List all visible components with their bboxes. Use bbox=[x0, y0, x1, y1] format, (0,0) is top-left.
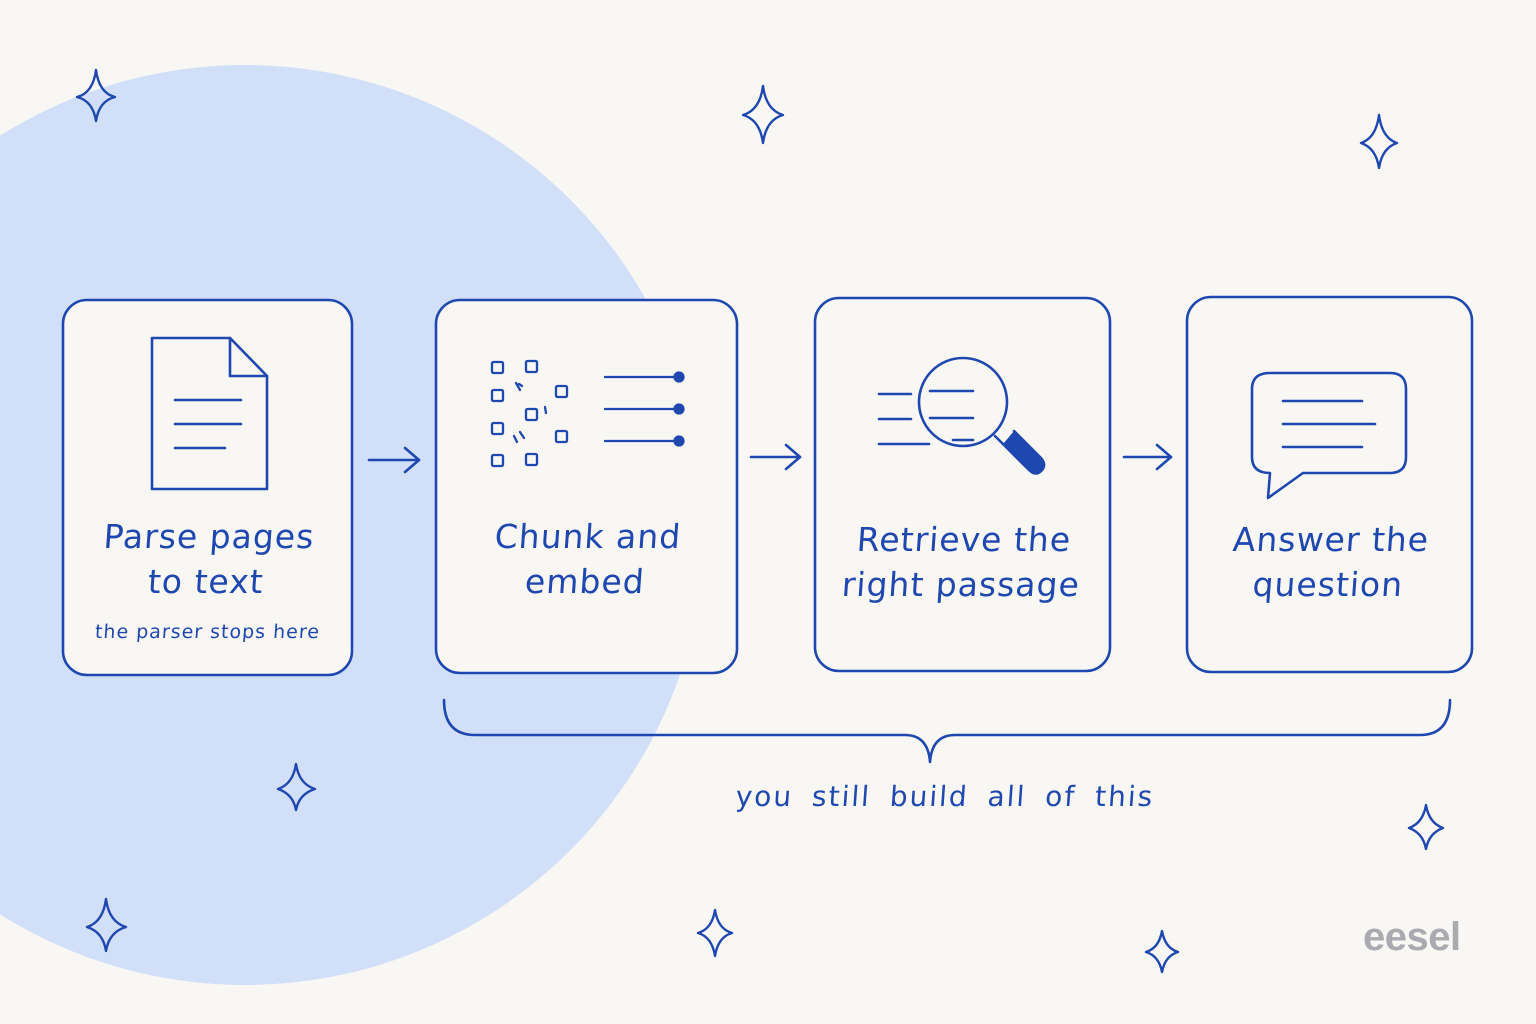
step-title-line: to text bbox=[146, 562, 266, 601]
chat-bubble-icon bbox=[1250, 371, 1408, 500]
bracket-brace bbox=[442, 698, 1452, 764]
sparkle-icon bbox=[85, 897, 128, 953]
step-title-retrieve: Retrieve the right passage bbox=[812, 517, 1113, 607]
sparkle-icon bbox=[741, 84, 785, 145]
brace-label: you still build all of this bbox=[734, 780, 1156, 813]
step-card-chunk bbox=[434, 298, 739, 675]
step-title-line: Retrieve the bbox=[855, 520, 1073, 559]
step-title-chunk: Chunk and embed bbox=[433, 514, 740, 604]
sparkle-icon bbox=[1144, 929, 1180, 974]
document-icon bbox=[150, 336, 269, 491]
step-title-line: Answer the bbox=[1231, 520, 1431, 559]
brand-logo: eesel bbox=[1363, 915, 1461, 959]
sparkle-icon bbox=[276, 762, 317, 812]
step-card-retrieve bbox=[813, 296, 1112, 673]
step-title-parse: Parse pages to text bbox=[60, 514, 355, 604]
arrow-icons bbox=[367, 443, 1173, 474]
magnifier-icon bbox=[877, 356, 1046, 475]
step-title-line: embed bbox=[523, 562, 647, 601]
step-card-answer bbox=[1185, 295, 1474, 674]
step-title-line: Parse pages bbox=[102, 517, 316, 556]
sparkle-icons bbox=[75, 68, 1445, 974]
step-title-line: Chunk and bbox=[493, 517, 683, 556]
step-card-parse bbox=[61, 298, 354, 677]
step-title-answer: Answer the question bbox=[1184, 517, 1475, 607]
sparkle-icon bbox=[1359, 113, 1399, 170]
parser-note: the parser stops here bbox=[94, 621, 321, 643]
sparkle-icon bbox=[696, 908, 734, 958]
chunk-embed-icon bbox=[490, 359, 685, 468]
arrow-right-icon bbox=[749, 443, 802, 471]
arrow-right-icon bbox=[367, 446, 421, 474]
sparkle-icon bbox=[75, 68, 117, 123]
sparkle-icon bbox=[1407, 803, 1445, 851]
arrow-right-icon bbox=[1122, 443, 1173, 471]
step-title-line: question bbox=[1251, 565, 1405, 604]
step-title-line: right passage bbox=[840, 565, 1082, 604]
